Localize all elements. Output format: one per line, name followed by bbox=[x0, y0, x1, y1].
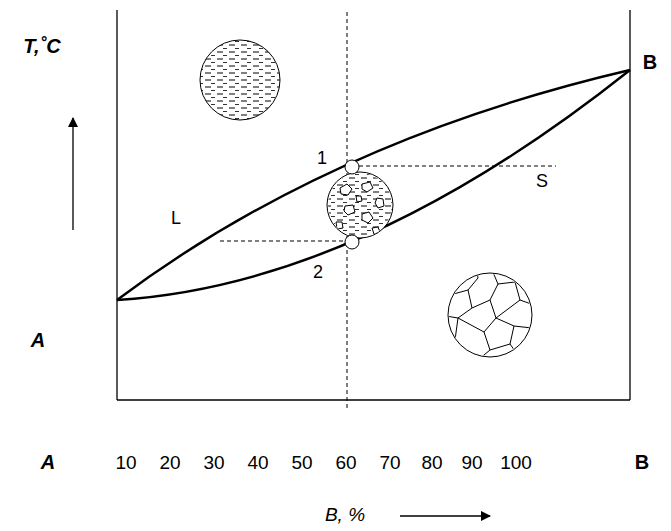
phase-curves bbox=[117, 70, 630, 300]
tick-label: 30 bbox=[203, 453, 224, 472]
phase-label: L bbox=[171, 209, 181, 227]
tick-label: 40 bbox=[247, 453, 268, 472]
component-label: B bbox=[643, 52, 657, 72]
component-label: A bbox=[41, 452, 55, 472]
tick-label: 60 bbox=[335, 453, 356, 472]
phase-label: S bbox=[536, 172, 548, 190]
liquid-structure bbox=[200, 40, 280, 120]
component-label: A bbox=[31, 330, 45, 350]
frame bbox=[117, 10, 630, 400]
tick-label: 20 bbox=[159, 453, 180, 472]
axis-arrows bbox=[73, 118, 490, 516]
tick-label: 90 bbox=[461, 453, 482, 472]
tick-label: 80 bbox=[421, 453, 442, 472]
tick-label: 50 bbox=[291, 453, 312, 472]
point-number: 1 bbox=[317, 149, 327, 167]
solid-structure bbox=[446, 268, 534, 360]
tick-label: 70 bbox=[379, 453, 400, 472]
axis-title: T,˚C bbox=[23, 36, 60, 56]
two-phase-structure bbox=[325, 160, 395, 249]
axis-title: B, % bbox=[325, 505, 365, 524]
tick-label: 10 bbox=[115, 453, 136, 472]
component-label: B bbox=[635, 452, 649, 472]
point-number: 2 bbox=[313, 263, 323, 281]
tick-label: 100 bbox=[500, 453, 532, 472]
